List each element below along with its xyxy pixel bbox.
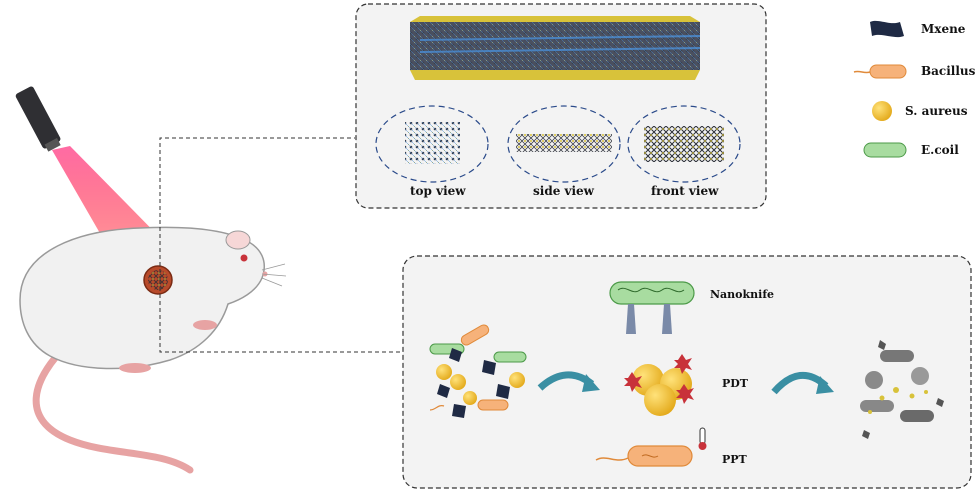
side-view-lattice [516,134,612,152]
bacteria-cluster [429,324,527,418]
mechanism-panel [402,255,972,489]
mechanism-panel-border [402,255,972,489]
pdt-label: PDT [722,377,748,390]
mouse-front-foot [193,320,217,330]
destroyed-bacteria-cluster [860,340,944,439]
top-view-label: top view [410,184,466,198]
ppt-label: PPT [722,453,747,466]
mouse-eye [240,254,248,262]
connector-to-structure [159,137,355,280]
top-view-lattice [405,122,460,164]
front-view-label: front view [651,184,719,198]
front-view-lattice [644,126,724,162]
mxene-sheet-icon [870,20,904,38]
legend-label-bacillus: Bacillus [921,64,976,78]
ppt-illustration [595,427,707,467]
nanoknife-label: Nanoknife [710,288,775,301]
pdt-illustration [624,354,694,416]
connector-to-mechanism [159,280,402,353]
side-view-label: side view [533,184,595,198]
mxene-crystal-slab [410,16,701,80]
nanoknife-illustration [609,281,695,334]
front-view-outline [627,105,741,183]
mouse-ear [225,230,251,250]
ecoli-rod-icon [863,142,907,158]
mouse-tail [32,338,194,474]
legend [853,20,907,158]
legend-label-ecoli: E.coil [921,143,959,157]
mouse-illustration [19,226,287,474]
mouse-body [19,226,266,370]
laser-pointer-icon [15,86,61,149]
top-view-outline [375,105,489,183]
s-aureus-sphere-icon [872,101,892,121]
bacillus-rod-icon [869,64,907,79]
thermometer-icon [699,427,706,445]
side-view-outline [507,105,621,183]
structure-panel [355,3,767,209]
legend-label-s-aureus: S. aureus [905,104,968,118]
legend-label-mxene: Mxene [921,22,966,36]
mouse-hind-foot [119,363,151,373]
